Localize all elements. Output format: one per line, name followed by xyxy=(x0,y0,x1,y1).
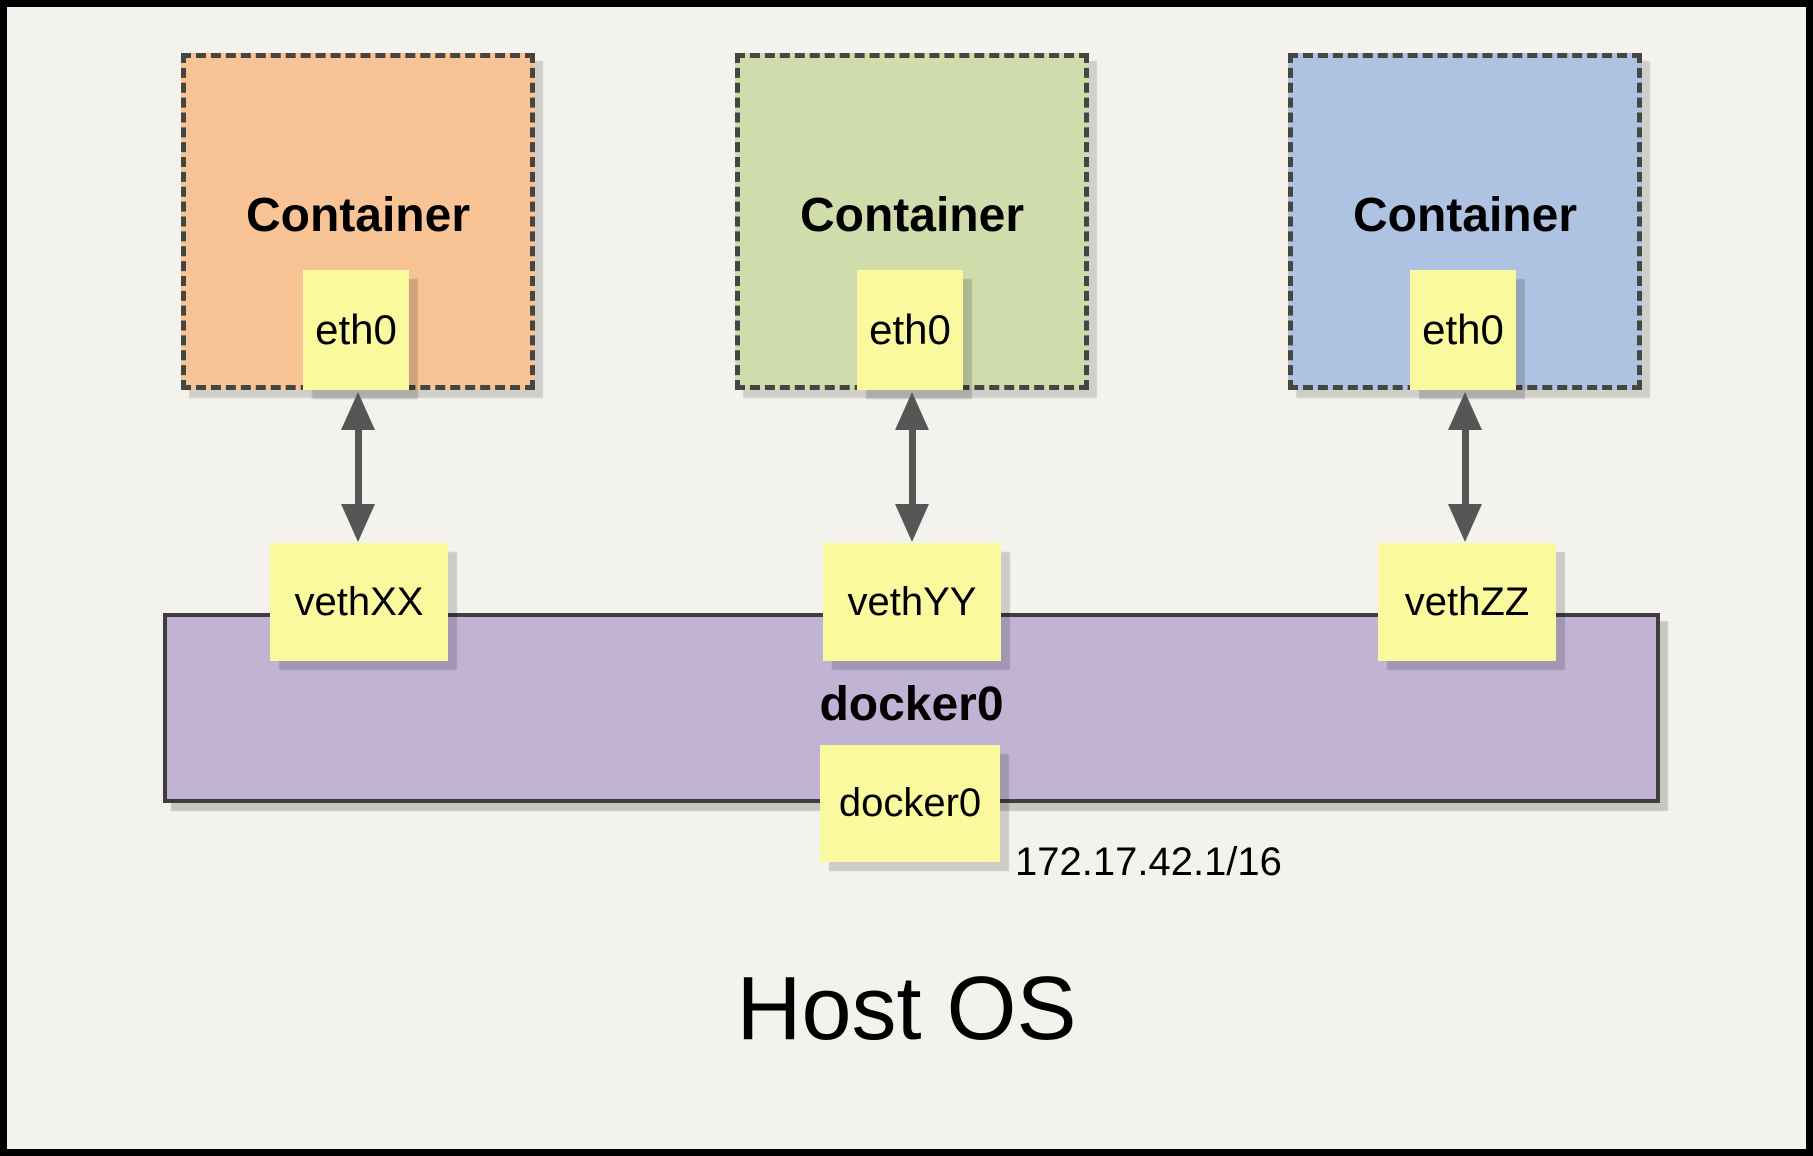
docker0-interface-box: docker0 xyxy=(820,745,1000,862)
vethYY-interface-box: vethYY xyxy=(823,543,1001,661)
container-box-2: Container eth0 xyxy=(735,53,1089,390)
arrow-shaft xyxy=(1462,412,1469,522)
container-box-3: Container eth0 xyxy=(1288,53,1642,390)
container-label: Container xyxy=(799,189,1024,242)
vethZZ-interface-box: vethZZ xyxy=(1378,543,1556,661)
container-label: Container xyxy=(1352,189,1577,242)
bidirectional-arrow-icon xyxy=(341,392,375,542)
bridge-ip-address: 172.17.42.1/16 xyxy=(1015,840,1282,884)
arrow-shaft xyxy=(909,412,916,522)
docker0-interface-label: docker0 xyxy=(838,781,982,825)
docker0-bridge-label: docker0 xyxy=(819,678,1004,731)
bidirectional-arrow-icon xyxy=(895,392,929,542)
bidirectional-arrow-icon xyxy=(1448,392,1482,542)
arrowhead-down-icon xyxy=(895,504,929,542)
container-box-1: Container eth0 xyxy=(181,53,535,390)
arrowhead-down-icon xyxy=(1448,504,1482,542)
eth0-interface-box: eth0 xyxy=(303,270,409,390)
vethZZ-label: vethZZ xyxy=(1404,579,1530,624)
eth0-interface-box: eth0 xyxy=(1410,270,1516,390)
host-os-label: Host OS xyxy=(736,959,1077,1059)
arrowhead-down-icon xyxy=(341,504,375,542)
vethXX-label: vethXX xyxy=(294,579,424,624)
container-label: Container xyxy=(245,189,470,242)
vethXX-interface-box: vethXX xyxy=(270,543,448,661)
eth0-label: eth0 xyxy=(315,306,397,353)
eth0-interface-box: eth0 xyxy=(857,270,963,390)
vethYY-label: vethYY xyxy=(847,579,977,624)
arrow-shaft xyxy=(355,412,362,522)
eth0-label: eth0 xyxy=(869,306,951,353)
eth0-label: eth0 xyxy=(1422,306,1504,353)
